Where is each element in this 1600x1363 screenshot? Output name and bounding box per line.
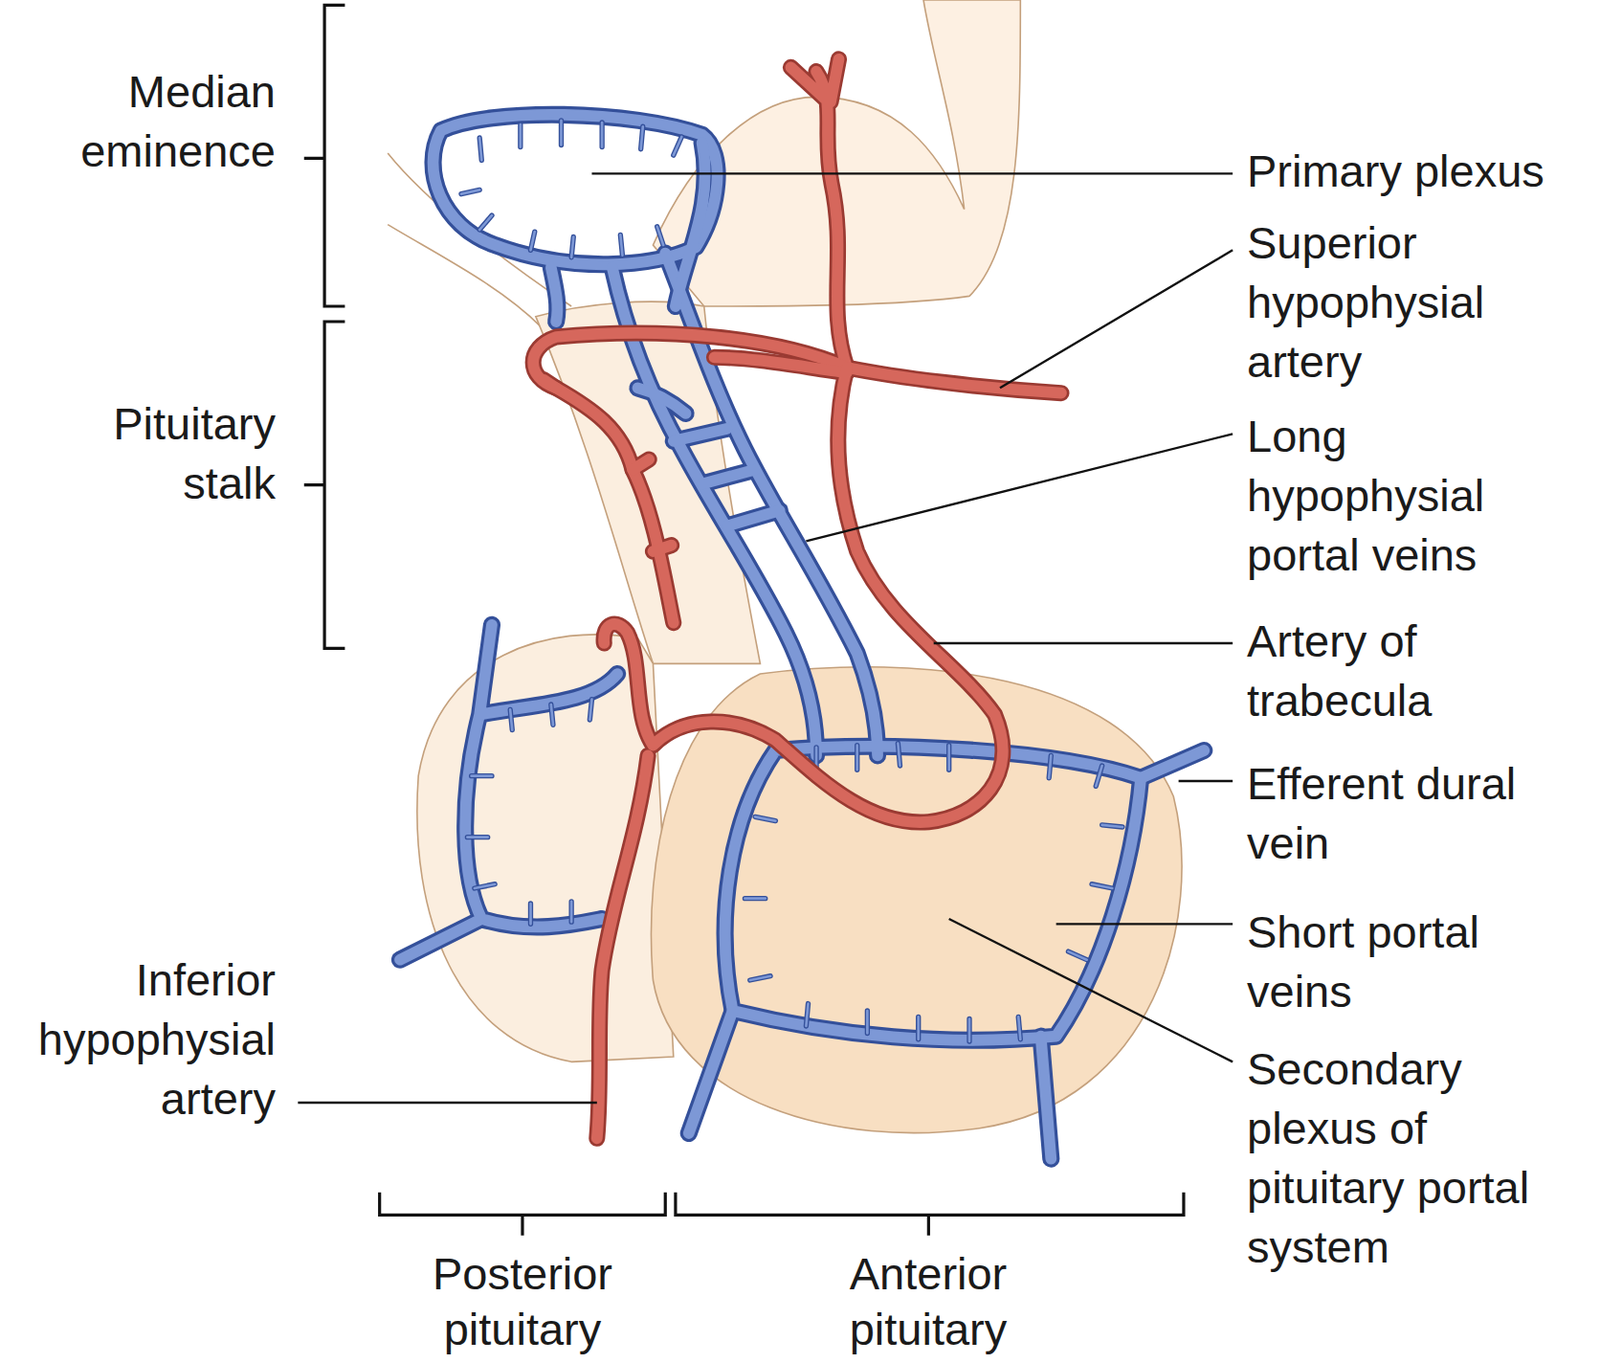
anatomy-label: Superior hypophysial artery <box>1246 213 1534 392</box>
anatomy-label: Efferent dural vein <box>1246 754 1534 873</box>
anatomy-label: Primary plexus <box>1246 141 1592 201</box>
tissue-outlines <box>387 0 1182 1134</box>
brackets <box>304 4 1184 1235</box>
anatomy-label: Pituitary stalk <box>45 394 276 513</box>
anatomy-label: Inferior hypophysial artery <box>3 950 276 1129</box>
anatomy-label: Anterior pituitary <box>784 1245 1072 1357</box>
anatomy-label: Short portal veins <box>1246 902 1534 1022</box>
anatomy-label: Median eminence <box>26 62 276 181</box>
anatomy-label: Long hypophysial portal veins <box>1246 406 1534 585</box>
leader-lines <box>297 173 1233 1103</box>
anatomy-label: Secondary plexus of pituitary portal sys… <box>1246 1039 1573 1277</box>
anatomy-label: Posterior pituitary <box>378 1245 667 1357</box>
anatomy-label: Artery of trabecula <box>1246 611 1534 731</box>
veins <box>400 114 1204 1159</box>
arteries <box>533 59 1062 1138</box>
